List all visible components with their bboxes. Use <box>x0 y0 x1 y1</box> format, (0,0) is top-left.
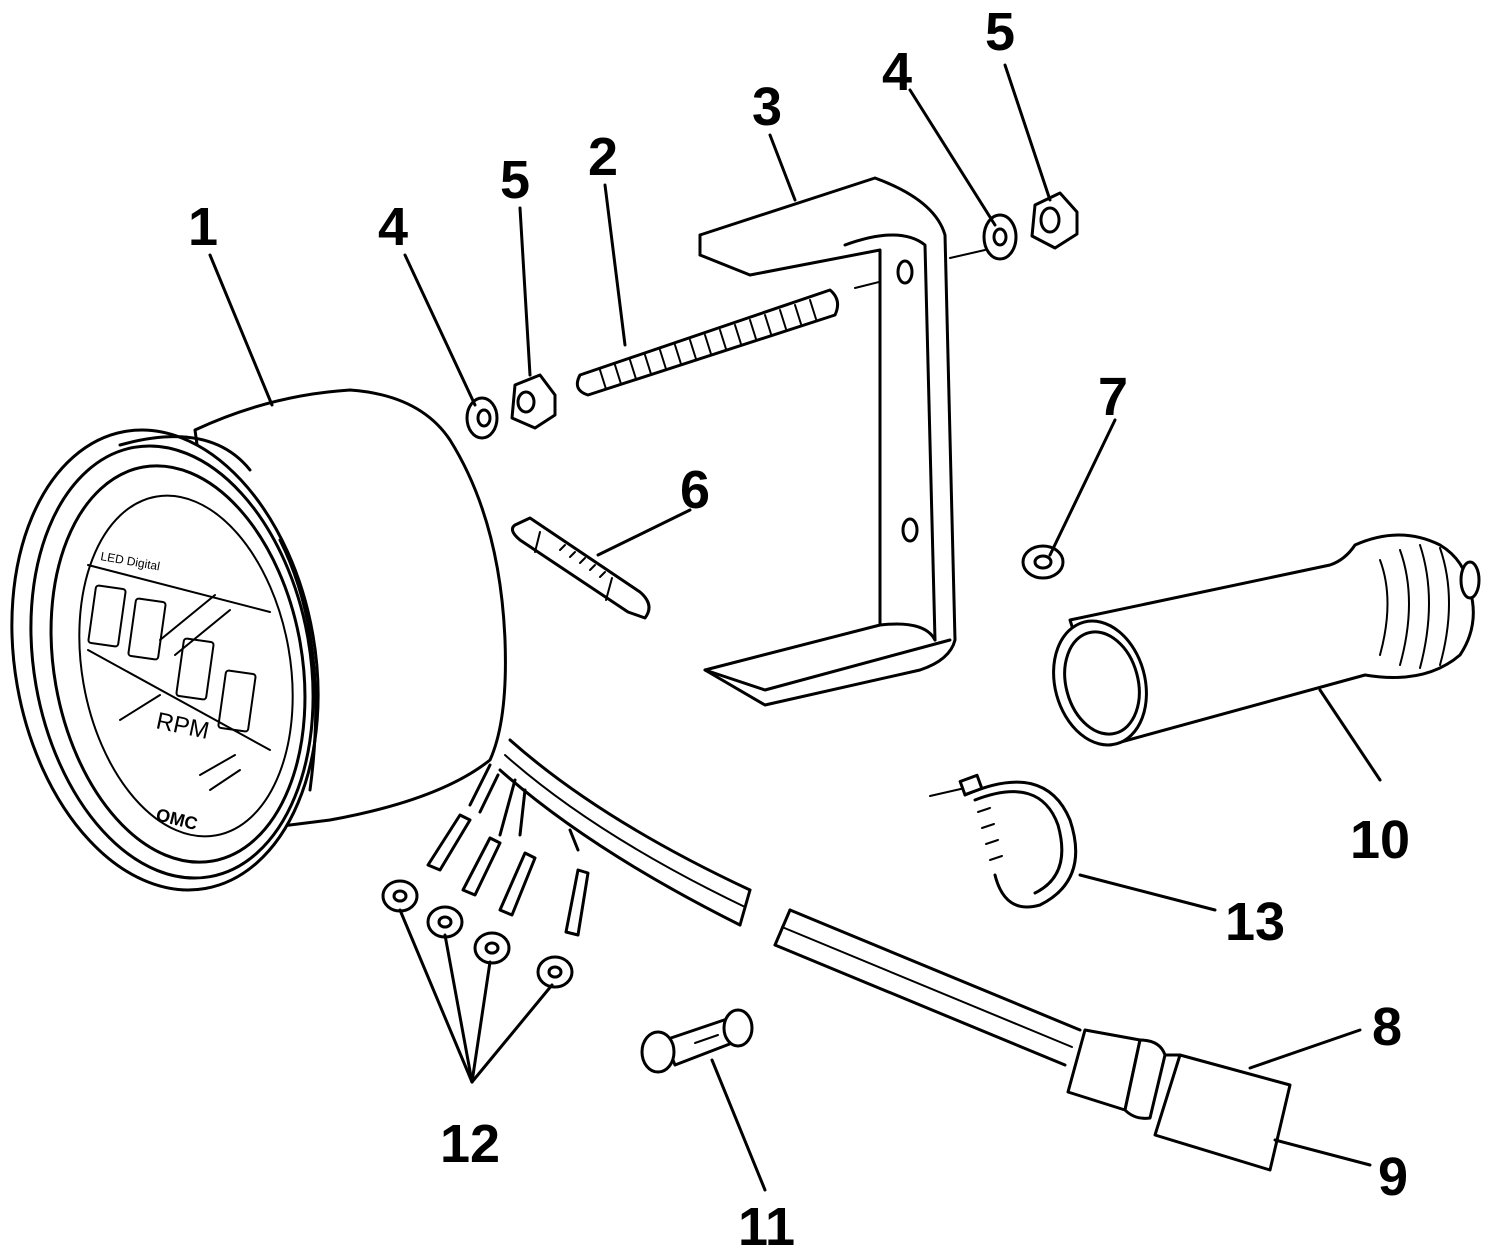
ring-terminals <box>381 763 590 989</box>
tachometer-gauge: LED Digital RPM OMC <box>10 388 507 892</box>
callout-labels: 1 4 5 2 3 4 5 6 7 10 13 8 9 11 12 <box>188 2 1410 1257</box>
mounting-bracket <box>698 176 986 707</box>
callout-4-right: 4 <box>882 42 912 102</box>
callout-7: 7 <box>1098 367 1128 427</box>
callout-13: 13 <box>1225 892 1285 952</box>
leader-lines <box>208 63 1382 1192</box>
lock-washer-left <box>465 396 499 440</box>
callout-5-left: 5 <box>500 150 530 210</box>
callout-6: 6 <box>680 460 710 520</box>
lock-washer-right <box>982 213 1018 261</box>
cable-tie <box>929 773 1078 909</box>
harness-connector <box>1066 1028 1292 1172</box>
protective-boot <box>1052 533 1481 747</box>
wiring-harness <box>498 738 1082 1067</box>
hex-nut-left <box>510 373 557 430</box>
small-lock-washer <box>1021 544 1065 580</box>
callout-10: 10 <box>1350 810 1410 870</box>
threaded-stud <box>575 277 896 397</box>
callout-8: 8 <box>1372 997 1402 1057</box>
callout-12: 12 <box>440 1114 500 1174</box>
hex-nut-right <box>1030 191 1079 250</box>
callout-2: 2 <box>588 127 618 187</box>
callout-5-right: 5 <box>985 2 1015 62</box>
fuse <box>640 1008 754 1074</box>
callout-11: 11 <box>738 1197 795 1257</box>
callout-3: 3 <box>752 77 782 137</box>
contact-pin <box>510 516 651 620</box>
callout-1: 1 <box>188 197 218 257</box>
callout-9: 9 <box>1378 1147 1408 1207</box>
digit-display <box>87 584 257 733</box>
callout-4-left: 4 <box>378 197 408 257</box>
